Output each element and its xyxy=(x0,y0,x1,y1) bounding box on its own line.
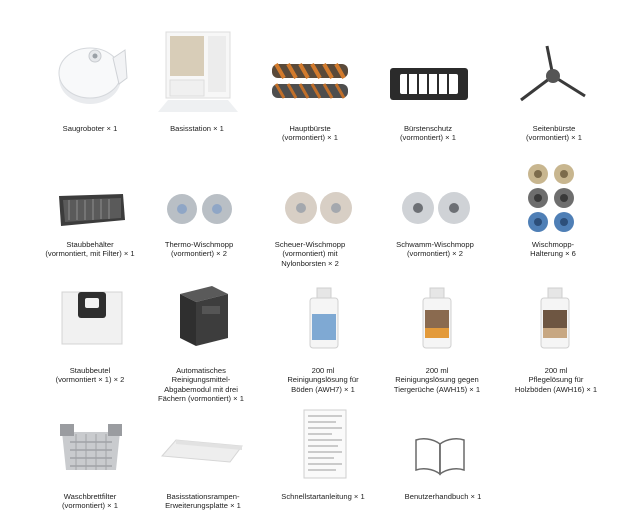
detergent-module-icon xyxy=(180,286,228,346)
ramp-plate-icon xyxy=(160,439,243,463)
caption: Automatisches Reinigungsmittel- Abgabemo… xyxy=(158,366,244,404)
main-brush-icon xyxy=(272,63,348,99)
caption: 200 ml Reinigungslösung für Böden (AWH7)… xyxy=(287,366,359,394)
caption: Saugroboter × 1 xyxy=(62,124,118,133)
mop-pads-icon xyxy=(167,194,232,224)
caption: Schnellstartanleitung × 1 xyxy=(281,492,365,501)
caption: Thermo-Wischmopp (vormontiert) × 2 xyxy=(164,240,234,259)
washboard-filter-icon xyxy=(60,424,122,470)
manual-book-icon xyxy=(415,438,465,476)
caption: Basisstation × 1 xyxy=(170,124,224,133)
caption: Staubbeutel (vormontiert × 1) × 2 xyxy=(55,366,125,385)
brush-guard-icon xyxy=(390,68,468,100)
caption: Hauptbürste (vormontiert) × 1 xyxy=(282,124,338,143)
caption: Seitenbürste (vormontiert) × 1 xyxy=(526,124,582,143)
base-station-icon xyxy=(158,31,238,112)
bottle-icon xyxy=(540,287,570,349)
dustbin-icon xyxy=(59,194,125,226)
bottle-icon xyxy=(309,287,339,349)
bottle-icon xyxy=(422,287,452,349)
mop-pads-icon xyxy=(285,192,352,224)
caption: Staubbehälter (vormontiert, mit Filter) … xyxy=(45,240,135,259)
side-brush-icon xyxy=(520,45,586,102)
mop-pads-icon xyxy=(402,192,470,224)
caption: Basisstationsrampen- Erweiterungsplatte … xyxy=(165,492,241,511)
caption: Wischmopp- Halterung × 6 xyxy=(530,240,576,259)
robot-vacuum-icon xyxy=(58,47,128,104)
caption: Benutzerhandbuch × 1 xyxy=(404,492,482,501)
quick-guide-icon xyxy=(303,409,347,479)
caption: Bürstenschutz (vormontiert) × 1 xyxy=(400,124,456,143)
caption: Waschbrettfilter (vormontiert) × 1 xyxy=(62,492,118,511)
caption: Scheuer-Wischmopp (vormontiert) mit Nylo… xyxy=(274,240,346,268)
dust-bag-icon xyxy=(61,291,123,345)
caption: 200 ml Reinigungslösung gegen Tiergerüch… xyxy=(393,366,481,394)
mop-holder-icon xyxy=(528,164,574,232)
caption: Schwamm-Wischmopp (vormontiert) × 2 xyxy=(396,240,474,259)
caption: 200 ml Pflegelösung für Holzböden (AWH16… xyxy=(514,366,598,394)
